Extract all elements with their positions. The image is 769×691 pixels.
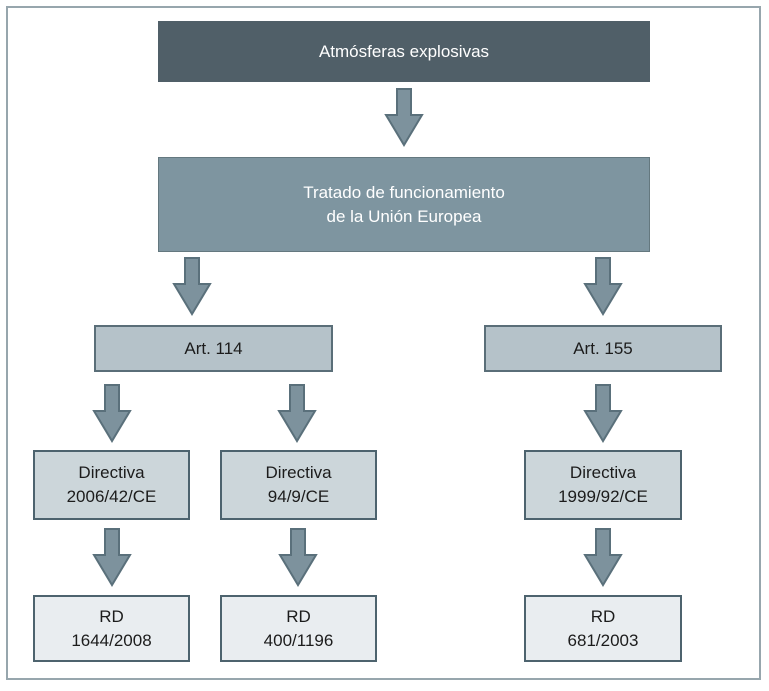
down-arrow-icon — [583, 257, 623, 316]
node-atmospheres-explosivas: Atmósferas explosivas — [158, 21, 650, 82]
down-arrow-icon — [278, 528, 318, 587]
down-arrow-icon — [92, 384, 132, 443]
down-arrow-icon — [277, 384, 317, 443]
node-treaty-eu-functioning: Tratado de funcionamiento de la Unión Eu… — [158, 157, 650, 252]
down-arrow-icon — [172, 257, 212, 316]
node-art-155: Art. 155 — [484, 325, 722, 372]
node-directiva-2006-42-ce: Directiva 2006/42/CE — [33, 450, 190, 520]
node-rd-681-2003: RD 681/2003 — [524, 595, 682, 662]
node-directiva-1999-92-ce: Directiva 1999/92/CE — [524, 450, 682, 520]
down-arrow-icon — [384, 88, 424, 147]
down-arrow-icon — [92, 528, 132, 587]
diagram-frame — [6, 6, 761, 680]
node-rd-1644-2008: RD 1644/2008 — [33, 595, 190, 662]
down-arrow-icon — [583, 384, 623, 443]
node-directiva-94-9-ce: Directiva 94/9/CE — [220, 450, 377, 520]
down-arrow-icon — [583, 528, 623, 587]
node-rd-400-1196: RD 400/1196 — [220, 595, 377, 662]
node-art-114: Art. 114 — [94, 325, 333, 372]
